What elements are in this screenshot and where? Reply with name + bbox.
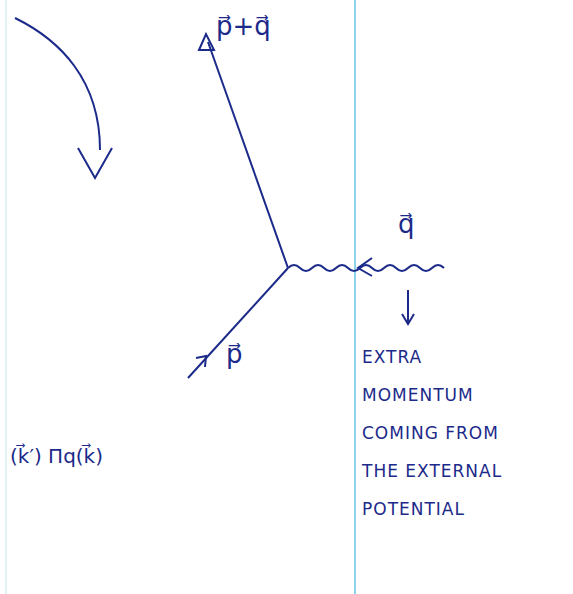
fermion-arrowhead [199,34,214,50]
photon-wavy-line [288,265,444,271]
annotation-note: EXTRA MOMENTUM COMING FROM THE EXTERNAL … [362,338,512,528]
note-pointer [407,290,409,322]
outgoing-fermion-line [208,42,288,268]
pointer-arrow [15,18,100,150]
incoming-fermion-line [188,268,288,378]
margin-rule [354,0,356,594]
momentum-label: p⃗+q⃗ [216,12,271,41]
pointer-arrowhead [78,148,112,178]
fermion-arrowhead [196,356,206,367]
note-pointer-head [402,314,414,324]
margin-rule [5,0,7,594]
formula-fragment: (k⃗′) Πq(k⃗) [10,445,103,467]
momentum-arrowhead [358,258,372,276]
momentum-label: q⃗ [398,210,415,239]
momentum-label: p⃗ [226,340,243,369]
